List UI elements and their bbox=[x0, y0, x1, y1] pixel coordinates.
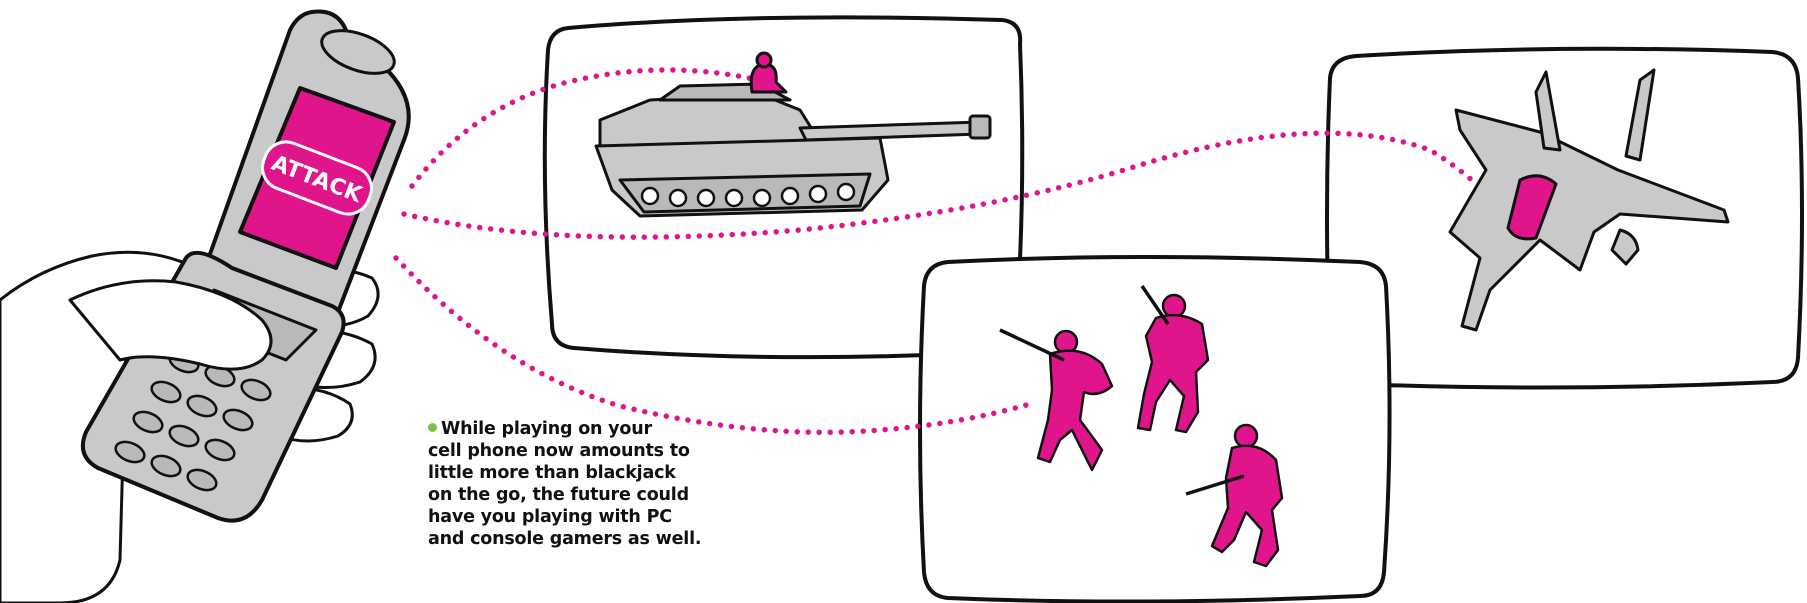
bullet-icon bbox=[428, 423, 437, 432]
caption-line-2: cell phone now amounts to bbox=[428, 441, 690, 461]
caption-line-3: little more than blackjack bbox=[428, 463, 676, 483]
caption-line-5: have you playing with PC bbox=[428, 507, 672, 527]
caption-line-4: on the go, the future could bbox=[428, 485, 689, 505]
caption: While playing on your cell phone now amo… bbox=[428, 418, 758, 550]
soldiers-screen bbox=[920, 257, 1390, 602]
caption-line-1: While playing on your bbox=[441, 419, 652, 439]
caption-line-6: and console gamers as well. bbox=[428, 529, 701, 549]
